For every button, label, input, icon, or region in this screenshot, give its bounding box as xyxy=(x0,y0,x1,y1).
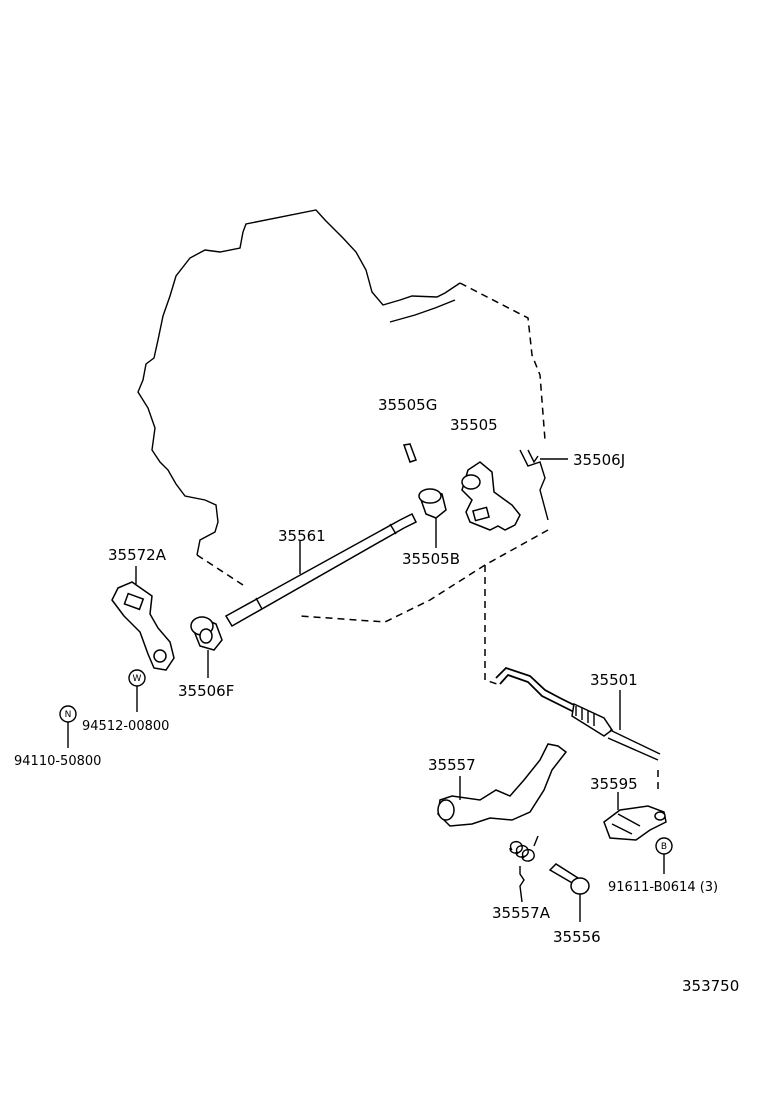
diagram-id: 353750 xyxy=(682,977,739,995)
bolt-symbol: B xyxy=(655,837,673,874)
label-94512-00800: 94512-00800 xyxy=(82,719,169,734)
label-35557: 35557 xyxy=(428,756,476,774)
label-35505B: 35505B xyxy=(402,550,460,568)
label-94110-50800: 94110-50800 xyxy=(14,754,101,769)
nut-symbol-text: N xyxy=(65,710,72,720)
label-35557A: 35557A xyxy=(492,904,551,922)
rod-35501 xyxy=(495,666,661,790)
bracket-35595 xyxy=(603,792,667,841)
pin-35505G xyxy=(402,443,417,463)
label-35595: 35595 xyxy=(590,775,638,793)
seal-mark-35506J xyxy=(527,449,539,464)
label-35506F: 35506F xyxy=(178,682,234,700)
seal-35506F xyxy=(190,616,223,678)
lever-35557 xyxy=(437,743,568,827)
label-35506J: 35506J xyxy=(573,451,625,469)
lever-35572A xyxy=(111,566,175,671)
collar-35505B xyxy=(418,488,447,548)
detent-plate-35505 xyxy=(461,461,521,531)
pin-35556 xyxy=(548,863,590,922)
label-35572A: 35572A xyxy=(108,546,167,564)
label-35501: 35501 xyxy=(590,671,638,689)
washer-symbol-text: W xyxy=(133,674,142,684)
spring-35557A xyxy=(509,835,539,903)
shaft-35561 xyxy=(224,512,418,628)
transmission-case-outline xyxy=(137,209,549,686)
nut-symbol: N xyxy=(59,705,77,748)
label-91611-B0614: 91611-B0614 (3) xyxy=(608,880,718,895)
label-35505: 35505 xyxy=(450,416,498,434)
bolt-symbol-text: B xyxy=(661,842,667,852)
label-35505G: 35505G xyxy=(378,396,437,414)
label-35561: 35561 xyxy=(278,527,326,545)
washer-symbol: W xyxy=(128,669,146,712)
label-35556: 35556 xyxy=(553,928,601,946)
